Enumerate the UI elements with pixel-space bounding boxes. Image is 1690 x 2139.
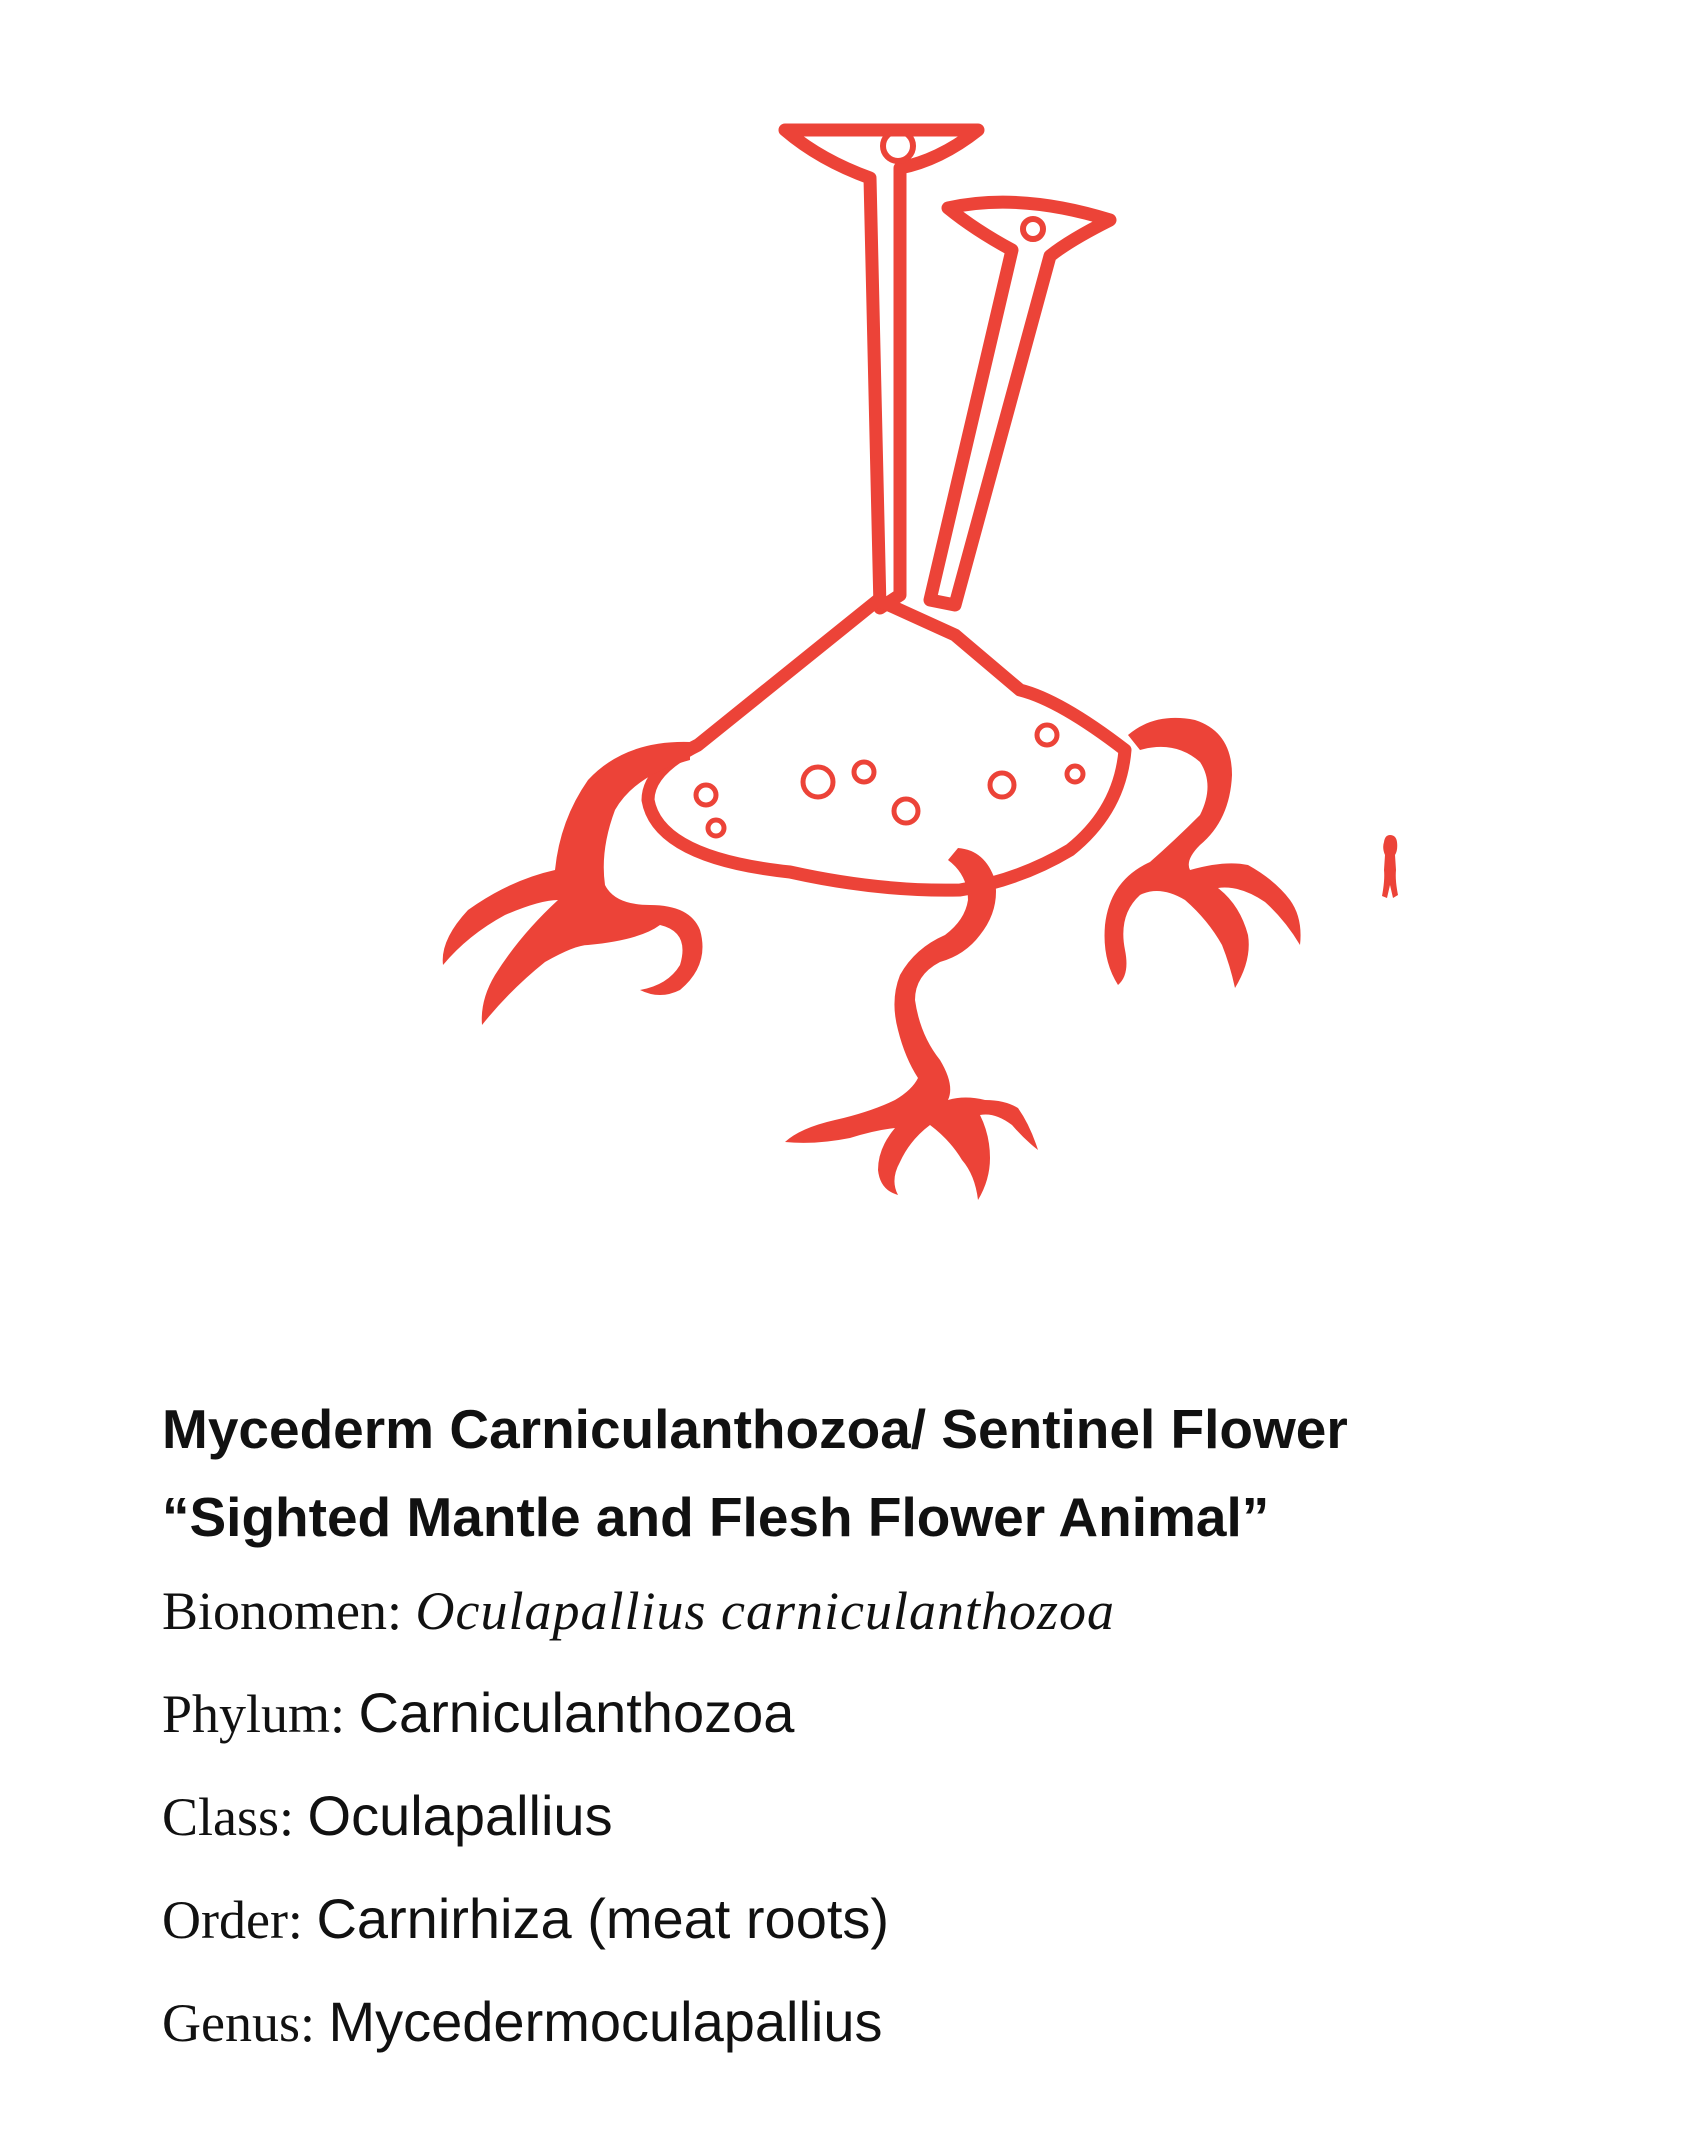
caption-block: Mycederm Carniculanthozoa/ Sentinel Flow… bbox=[162, 1385, 1612, 2081]
right-eye-icon bbox=[1020, 216, 1046, 242]
order-value: Carnirhiza (meat roots) bbox=[316, 1887, 890, 1950]
genus-value: Mycedermoculapallius bbox=[328, 1990, 883, 2053]
class-label: Class: bbox=[162, 1787, 308, 1847]
eye-circles bbox=[880, 128, 1046, 242]
bionomen-row: Bionomen: Oculapallius carniculanthozoa bbox=[162, 1567, 1612, 1669]
species-subtitle: “Sighted Mantle and Flesh Flower Animal” bbox=[162, 1486, 1270, 1548]
phylum-value: Carniculanthozoa bbox=[358, 1681, 795, 1744]
order-row: Order: Carnirhiza (meat roots) bbox=[162, 1875, 1612, 1978]
left-eye-stalk bbox=[778, 123, 985, 615]
right-eye-stalk bbox=[923, 195, 1117, 612]
mantle-body bbox=[641, 593, 1132, 897]
class-row: Class: Oculapallius bbox=[162, 1772, 1612, 1875]
left-root bbox=[442, 741, 703, 1025]
phylum-row: Phylum: Carniculanthozoa bbox=[162, 1669, 1612, 1772]
creature-illustration bbox=[442, 123, 1398, 1200]
class-value: Oculapallius bbox=[307, 1784, 613, 1847]
phylum-label: Phylum: bbox=[162, 1684, 359, 1744]
flesh-roots bbox=[442, 717, 1398, 1200]
genus-row: Genus: Mycedermoculapallius bbox=[162, 1978, 1612, 2081]
order-label: Order: bbox=[162, 1890, 317, 1950]
right-root bbox=[1104, 717, 1301, 988]
bionomen-label: Bionomen: bbox=[162, 1581, 416, 1641]
genus-label: Genus: bbox=[162, 1993, 329, 2053]
body-spots bbox=[693, 722, 1086, 839]
species-title: Mycederm Carniculanthozoa/ Sentinel Flow… bbox=[162, 1398, 1348, 1460]
creature-outline bbox=[641, 123, 1132, 897]
left-eye-icon bbox=[880, 128, 916, 164]
bionomen-value: Oculapallius carniculanthozoa bbox=[415, 1581, 1115, 1641]
scale-figure bbox=[1382, 835, 1398, 898]
center-root bbox=[785, 848, 1038, 1200]
